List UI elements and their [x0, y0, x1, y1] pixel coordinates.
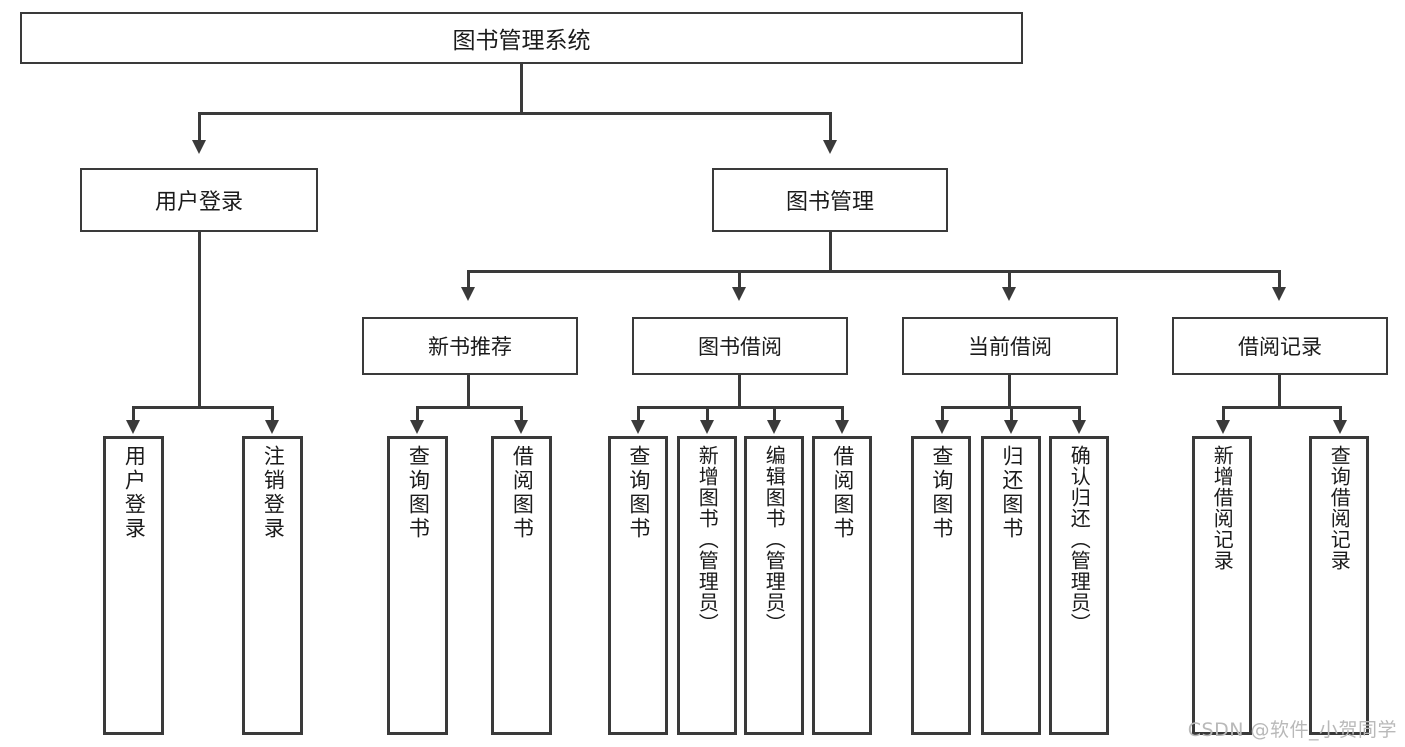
leaf-edit-book-admin[interactable]: 编辑图书（管理员）: [744, 436, 804, 735]
connector-level3-bus: [467, 270, 1280, 273]
arrow-bb-leaf-1: [631, 420, 645, 434]
leaf-label: 借阅图书: [830, 445, 855, 541]
connector-bb-drop-2: [706, 406, 709, 422]
leaf-label: 确认归还（管理员）: [1067, 445, 1092, 634]
arrow-br-leaf-2: [1333, 420, 1347, 434]
node-root-book-management-system[interactable]: 图书管理系统: [20, 12, 1023, 64]
arrow-bb-leaf-3: [767, 420, 781, 434]
connector-nbr-drop-1: [416, 406, 419, 422]
node-label: 借阅记录: [1238, 335, 1322, 359]
node-label: 当前借阅: [968, 335, 1052, 359]
arrow-root-to-user-login: [192, 140, 206, 154]
arrow-to-leaf-user-login: [126, 420, 140, 434]
connector-cb-drop-1: [941, 406, 944, 422]
connector-user-login-bus: [132, 406, 271, 409]
node-borrow-record[interactable]: 借阅记录: [1172, 317, 1388, 375]
leaf-add-borrow-record[interactable]: 新增借阅记录: [1192, 436, 1252, 735]
leaf-logout[interactable]: 注销登录: [242, 436, 303, 735]
node-label: 图书管理: [785, 190, 874, 215]
arrow-nbr-leaf-2: [514, 420, 528, 434]
connector-user-login-stem: [198, 232, 201, 408]
connector-root-bus: [198, 112, 832, 115]
connector-to-borrow-record: [1278, 270, 1281, 289]
leaf-label: 用户登录: [122, 445, 147, 541]
connector-to-current-borrow: [1008, 270, 1011, 289]
arrow-cb-leaf-2: [1004, 420, 1018, 434]
connector-book-management-stem: [829, 232, 832, 272]
connector-to-book-borrow: [738, 270, 741, 289]
leaf-query-book-cb[interactable]: 查询图书: [911, 436, 971, 735]
leaf-label: 查询图书: [929, 445, 954, 541]
leaf-label: 新增图书（管理员）: [695, 445, 720, 634]
connector-root-to-user-login: [198, 112, 201, 142]
connector-cb-drop-2: [1010, 406, 1013, 422]
node-label: 新书推荐: [428, 335, 512, 359]
leaf-label: 查询图书: [406, 445, 431, 541]
arrow-root-to-book-management: [823, 140, 837, 154]
arrow-br-leaf-1: [1216, 420, 1230, 434]
leaf-add-book-admin[interactable]: 新增图书（管理员）: [677, 436, 737, 735]
leaf-label: 归还图书: [999, 445, 1024, 541]
connector-br-drop-2: [1339, 406, 1342, 422]
node-label: 图书管理系统: [452, 28, 591, 54]
leaf-label: 查询借阅记录: [1327, 445, 1352, 571]
node-current-borrow[interactable]: 当前借阅: [902, 317, 1118, 375]
connector-user-login-drop-1: [132, 406, 135, 422]
leaf-query-borrow-record[interactable]: 查询借阅记录: [1309, 436, 1369, 735]
arrow-bb-leaf-2: [700, 420, 714, 434]
connector-br-drop-1: [1222, 406, 1225, 422]
leaf-return-book[interactable]: 归还图书: [981, 436, 1041, 735]
connector-borrow-record-stem: [1278, 375, 1281, 408]
connector-new-book-recommend-stem: [467, 375, 470, 408]
arrow-to-new-book-recommend: [461, 287, 475, 301]
connector-current-borrow-stem: [1008, 375, 1011, 408]
arrow-to-book-borrow: [732, 287, 746, 301]
arrow-to-current-borrow: [1002, 287, 1016, 301]
connector-root-stem: [520, 64, 523, 112]
leaf-query-book-nbr[interactable]: 查询图书: [387, 436, 448, 735]
arrow-cb-leaf-3: [1072, 420, 1086, 434]
connector-bb-drop-3: [773, 406, 776, 422]
leaf-borrow-book-bb[interactable]: 借阅图书: [812, 436, 872, 735]
arrow-bb-leaf-4: [835, 420, 849, 434]
connector-new-book-recommend-bus: [416, 406, 522, 409]
leaf-label: 编辑图书（管理员）: [762, 445, 787, 634]
connector-nbr-drop-2: [520, 406, 523, 422]
leaf-confirm-return-admin[interactable]: 确认归还（管理员）: [1049, 436, 1109, 735]
connector-bb-drop-4: [841, 406, 844, 422]
connector-to-new-book-recommend: [467, 270, 470, 289]
leaf-label: 注销登录: [261, 445, 286, 541]
connector-book-borrow-stem: [738, 375, 741, 408]
arrow-nbr-leaf-1: [410, 420, 424, 434]
node-new-book-recommend[interactable]: 新书推荐: [362, 317, 578, 375]
node-user-login[interactable]: 用户登录: [80, 168, 318, 232]
connector-user-login-drop-2: [271, 406, 274, 422]
arrow-cb-leaf-1: [935, 420, 949, 434]
leaf-label: 新增借阅记录: [1210, 445, 1235, 571]
node-book-management[interactable]: 图书管理: [712, 168, 948, 232]
leaf-query-book-bb[interactable]: 查询图书: [608, 436, 668, 735]
leaf-label: 查询图书: [626, 445, 651, 541]
connector-root-to-book-management: [829, 112, 832, 142]
node-book-borrow[interactable]: 图书借阅: [632, 317, 848, 375]
connector-book-borrow-bus: [637, 406, 843, 409]
arrow-to-leaf-logout: [265, 420, 279, 434]
connector-cb-drop-3: [1078, 406, 1081, 422]
node-label: 用户登录: [154, 190, 243, 215]
leaf-user-login[interactable]: 用户登录: [103, 436, 164, 735]
arrow-to-borrow-record: [1272, 287, 1286, 301]
leaf-label: 借阅图书: [510, 445, 535, 541]
leaf-borrow-book-nbr[interactable]: 借阅图书: [491, 436, 552, 735]
connector-bb-drop-1: [637, 406, 640, 422]
node-label: 图书借阅: [698, 335, 782, 359]
connector-borrow-record-bus: [1222, 406, 1339, 409]
